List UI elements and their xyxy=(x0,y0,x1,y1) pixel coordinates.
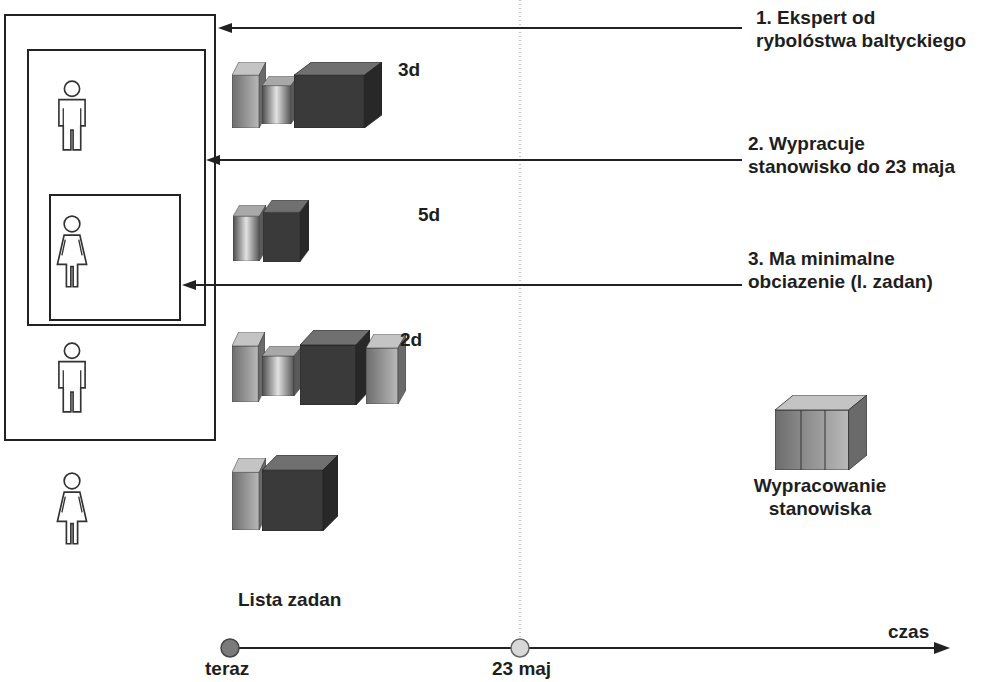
task-cube xyxy=(262,455,338,531)
time-axis xyxy=(222,647,936,649)
task-cube xyxy=(262,76,298,124)
axis-label: czas xyxy=(888,620,929,643)
task-cube xyxy=(232,62,266,128)
leader-line xyxy=(228,27,742,29)
arrow-head xyxy=(206,155,220,165)
arrow-head xyxy=(934,642,950,654)
group-frame xyxy=(28,50,205,325)
task-cube xyxy=(233,205,266,261)
task-cube xyxy=(232,332,265,402)
arrow-head xyxy=(182,280,196,290)
cube-divider xyxy=(825,410,826,470)
leader-line xyxy=(216,159,742,161)
callout-text: 3. Ma minimalne obciazenie (l. zadan) xyxy=(748,247,965,293)
time-marker xyxy=(221,639,239,657)
output-label: Wypracowanie stanowiska xyxy=(745,474,895,520)
time-label: 23 maj xyxy=(492,657,551,680)
task-cube xyxy=(294,62,382,128)
task-cube xyxy=(262,346,302,396)
duration-label: 2d xyxy=(400,328,422,351)
callout-text: 2. Wypracuje stanowisko do 23 maja xyxy=(748,132,965,178)
output-cube xyxy=(775,395,867,470)
group-frame xyxy=(5,15,215,440)
task-cube xyxy=(263,200,309,262)
group-frame xyxy=(50,195,180,320)
person-icon xyxy=(57,473,86,544)
duration-label: 3d xyxy=(398,58,420,81)
cube-divider xyxy=(801,410,802,470)
task-cube xyxy=(300,330,370,405)
task-cube xyxy=(232,458,266,530)
person-icon xyxy=(59,81,85,150)
person-icon xyxy=(57,216,86,287)
callout-text: 1. Ekspert od rybolóstwa baltyckiego xyxy=(756,6,973,52)
arrow-head xyxy=(218,23,232,33)
time-marker xyxy=(511,639,529,657)
duration-label: 5d xyxy=(418,203,440,226)
date-guide xyxy=(520,0,521,638)
list-label: Lista zadan xyxy=(238,588,341,611)
time-label: teraz xyxy=(205,657,249,680)
leader-line xyxy=(192,284,742,286)
person-icon xyxy=(59,343,85,412)
